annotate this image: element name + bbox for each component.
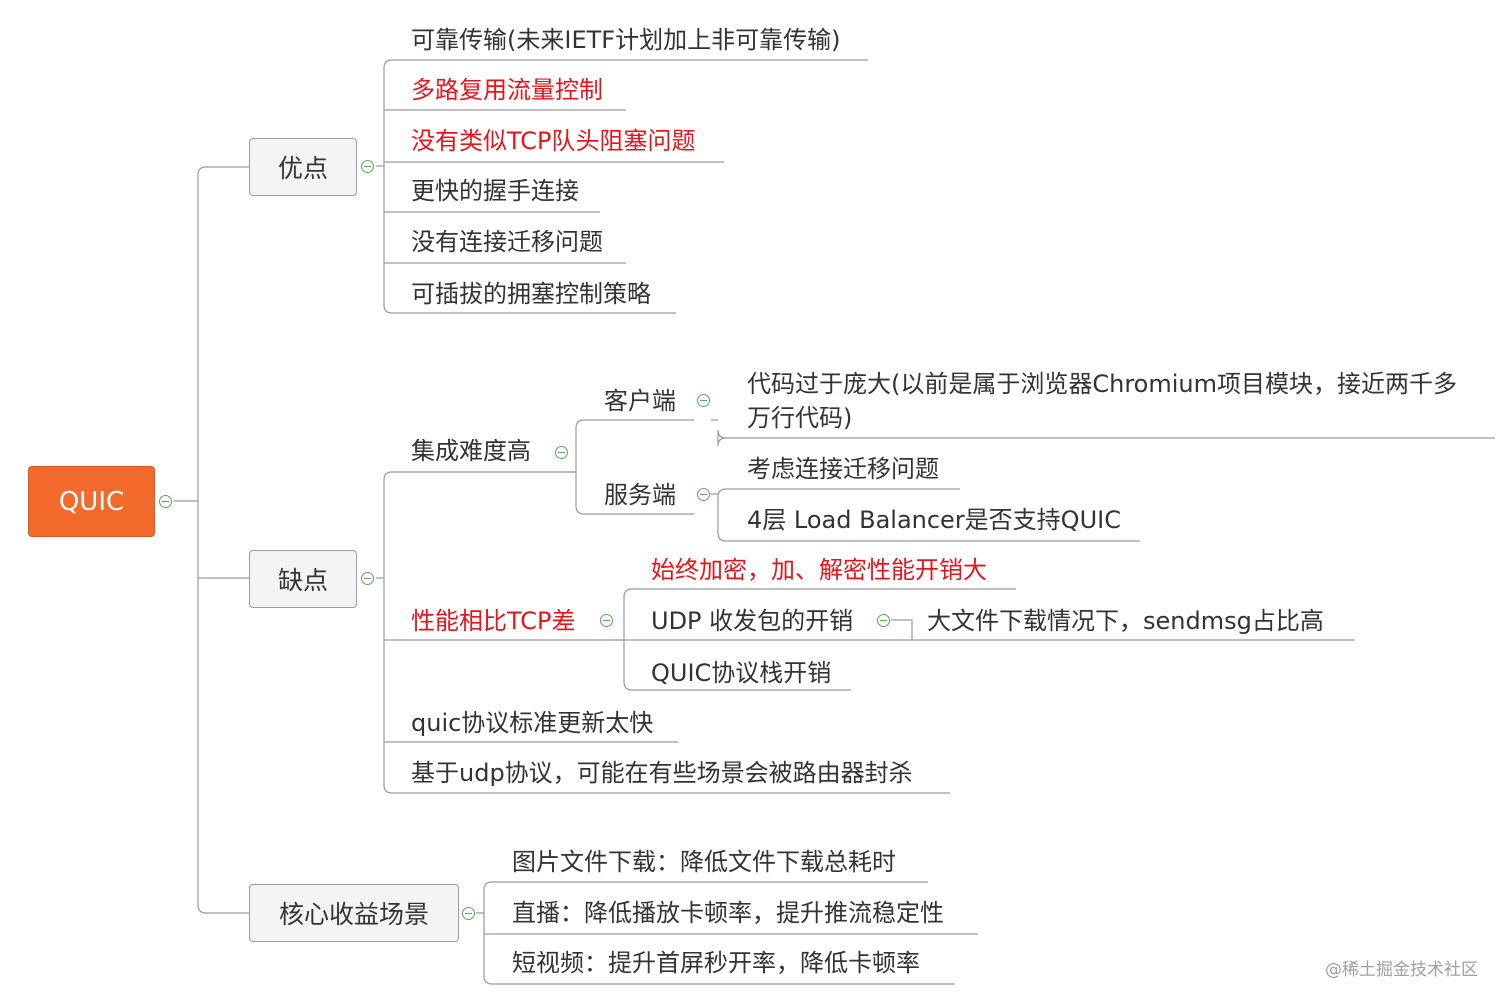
scenario-item[interactable]: 直播：降低播放卡顿率，提升推流稳定性 [512,899,944,927]
collapse-toggle-icon[interactable] [877,614,890,627]
udp-overhead-node[interactable]: UDP 收发包的开销 [651,607,854,635]
advantage-item[interactable]: 没有类似TCP队头阻塞问题 [411,127,696,155]
watermark: @稀土掘金技术社区 [1325,960,1478,980]
disadvantages-node[interactable]: 缺点 [249,550,357,608]
connector-line [717,429,727,447]
collapse-toggle-icon[interactable] [462,907,475,920]
collapse-toggle-icon[interactable] [159,495,172,508]
advantage-item[interactable]: 可插拔的拥塞控制策略 [411,280,651,308]
integration-node[interactable]: 集成难度高 [411,437,531,465]
client-item[interactable]: 代码过于庞大(以前是属于浏览器Chromium项目模块，接近两千多万行代码) [747,370,1457,432]
connector-line [717,488,727,542]
root-node[interactable]: QUIC [28,466,155,537]
collapse-toggle-icon[interactable] [697,488,710,501]
connector-line [383,59,393,314]
advantage-item[interactable]: 可靠传输(未来IETF计划加上非可靠传输) [411,26,841,54]
root-label: QUIC [58,486,125,517]
scenario-item[interactable]: 图片文件下载：降低文件下载总耗时 [512,848,896,876]
connector-line [891,619,1355,641]
performance-node[interactable]: 性能相比TCP差 [411,607,576,635]
connector-line [575,419,585,515]
advantage-item[interactable]: 多路复用流量控制 [411,76,603,104]
performance-item[interactable]: QUIC协议栈开销 [651,659,832,687]
scenarios-node[interactable]: 核心收益场景 [249,884,459,942]
server-item[interactable]: 考虑连接迁移问题 [747,455,939,483]
advantage-item[interactable]: 没有连接迁移问题 [411,228,603,256]
advantages-node[interactable]: 优点 [249,138,357,196]
collapse-toggle-icon[interactable] [361,160,374,173]
advantages-label: 优点 [277,154,328,183]
disadvantages-label: 缺点 [277,566,328,595]
connector-line [383,471,393,794]
scenario-item[interactable]: 短视频：提升首屏秒开率，降低卡顿率 [512,949,920,977]
performance-item[interactable]: 始终加密，加、解密性能开销大 [651,556,987,584]
advantage-item[interactable]: 更快的握手连接 [411,177,579,205]
server-node[interactable]: 服务端 [604,481,676,509]
scenarios-label: 核心收益场景 [278,900,429,929]
connector-line [197,166,207,914]
disadvantage-item[interactable]: quic协议标准更新太快 [411,709,654,737]
collapse-toggle-icon[interactable] [697,394,710,407]
connector-line [483,881,493,985]
collapse-toggle-icon[interactable] [361,572,374,585]
disadvantage-item[interactable]: 基于udp协议，可能在有些场景会被路由器封杀 [411,759,913,787]
udp-overhead-item[interactable]: 大文件下载情况下，sendmsg占比高 [927,607,1324,635]
collapse-toggle-icon[interactable] [600,614,613,627]
server-item[interactable]: 4层 Load Balancer是否支持QUIC [747,506,1121,534]
collapse-toggle-icon[interactable] [555,446,568,459]
client-node[interactable]: 客户端 [604,387,676,415]
